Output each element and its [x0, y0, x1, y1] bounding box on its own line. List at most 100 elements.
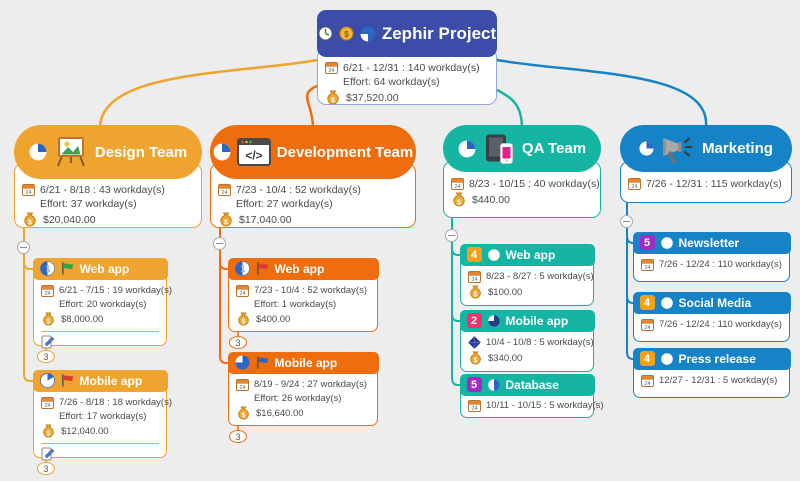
topic-marketing[interactable]: 7/26 - 12/31 : 115 workday(s) Marketing — [620, 125, 792, 203]
calendar-icon — [218, 183, 231, 196]
topic-qa-web-app[interactable]: 4 Web app 8/23 - 8/27 : 5 workday(s) $10… — [459, 243, 595, 306]
subtopic-count-dev-mobile[interactable]: 3 — [229, 430, 247, 443]
calendar-icon — [468, 270, 481, 283]
collapse-toggle-design[interactable] — [17, 241, 30, 254]
calendar-icon — [451, 177, 464, 190]
date-range: 10/4 - 10/8 : 5 workday(s) — [486, 336, 594, 348]
money-bag-icon — [236, 406, 251, 421]
topic-design-team[interactable]: 6/21 - 8/18 : 43 workday(s) Effort: 37 w… — [14, 125, 202, 228]
progress-0-icon — [660, 236, 674, 250]
green-flag-icon — [60, 261, 75, 276]
progress-pie-icon — [235, 261, 250, 276]
topic-header[interactable]: Web app — [32, 257, 168, 280]
topic-newsletter[interactable]: 5 Newsletter 7/26 - 12/24 : 110 workday(… — [632, 231, 791, 282]
topic-dev-mobile-app[interactable]: Mobile app 8/19 - 9/24 : 27 workday(s) E… — [227, 351, 379, 426]
priority-badge[interactable]: 4 — [466, 247, 482, 262]
topic-header[interactable]: 4 Web app — [459, 243, 595, 266]
team-title: QA Team — [521, 140, 587, 157]
effort: Effort: 27 workday(s) — [236, 198, 333, 210]
topic-header[interactable]: Mobile app — [227, 351, 379, 374]
team-title: Development Team — [276, 143, 414, 161]
collapse-toggle-qa[interactable] — [445, 229, 458, 242]
priority-badge[interactable]: 4 — [639, 295, 655, 310]
cost: $16,640.00 — [256, 407, 304, 419]
subtopic-count-design-mobile[interactable]: 3 — [37, 462, 55, 475]
root-topic-pill[interactable]: Zephir Project — [317, 10, 497, 57]
effort: Effort: 26 workday(s) — [254, 392, 342, 404]
collapse-toggle-development[interactable] — [213, 237, 226, 250]
topic-title: Database — [505, 377, 559, 392]
topic-title: Web app — [274, 261, 325, 276]
date-range: 8/19 - 9/24 : 27 workday(s) — [254, 378, 367, 390]
topic-title: Press release — [678, 351, 756, 366]
effort: Effort: 37 workday(s) — [40, 198, 137, 210]
cost: $400.00 — [256, 313, 291, 325]
calendar-icon — [641, 318, 654, 331]
topic-header[interactable]: 4 Social Media — [632, 291, 791, 314]
date-range: 7/26 - 12/24 : 110 workday(s) — [659, 318, 782, 330]
topic-qa-database[interactable]: 5 Database 10/11 - 10/15 : 5 workday(s) — [459, 373, 604, 418]
date-range: 6/21 - 8/18 : 43 workday(s) — [40, 183, 165, 196]
topic-header[interactable]: 2 Mobile app — [459, 309, 595, 332]
calendar-icon — [468, 399, 481, 412]
topic-press-release[interactable]: 4 Press release 12/27 - 12/31 : 5 workda… — [632, 347, 791, 398]
red-flag-icon — [255, 261, 270, 276]
divider — [41, 442, 159, 444]
date-range: 6/21 - 7/15 : 19 workday(s) — [59, 284, 172, 296]
date-range: 7/23 - 10/4 : 52 workday(s) — [236, 183, 361, 196]
topic-development-team[interactable]: 7/23 - 10/4 : 52 workday(s) Effort: 27 w… — [210, 125, 416, 228]
cost: $340.00 — [488, 352, 523, 364]
topic-dev-web-app[interactable]: Web app 7/23 - 10/4 : 52 workday(s) Effo… — [227, 257, 379, 332]
money-bag-icon — [41, 424, 56, 439]
topic-design-mobile-app[interactable]: Mobile app 7/26 - 8/18 : 18 workday(s) E… — [32, 369, 172, 461]
progress-50-icon — [487, 378, 501, 392]
progress-pie-icon — [40, 373, 55, 388]
topic-title: Mobile app — [274, 355, 338, 370]
topic-header[interactable]: 4 Press release — [632, 347, 791, 370]
money-bag-icon — [451, 192, 467, 208]
topic-header[interactable]: Mobile app — [32, 369, 168, 392]
marketing-pill[interactable]: Marketing — [620, 125, 792, 172]
topic-design-web-app[interactable]: Web app 6/21 - 7/15 : 19 workday(s) Effo… — [32, 257, 172, 349]
calendar-icon — [641, 374, 654, 387]
calendar-icon — [41, 396, 54, 409]
note-icon[interactable] — [41, 335, 55, 349]
topic-header[interactable]: 5 Newsletter — [632, 231, 791, 254]
topic-header[interactable]: Web app — [227, 257, 379, 280]
clock-icon — [318, 26, 333, 41]
qa-team-pill[interactable]: QA Team — [443, 125, 601, 172]
cost: $100.00 — [488, 286, 523, 298]
design-team-pill[interactable]: Design Team — [14, 125, 202, 179]
calendar-icon — [22, 183, 35, 196]
progress-pie-icon — [40, 261, 55, 276]
topic-header[interactable]: 5 Database — [459, 373, 595, 396]
pie-chart-icon — [639, 141, 654, 156]
blue-flag-icon — [255, 355, 270, 370]
subtopic-count-dev-web[interactable]: 3 — [229, 336, 247, 349]
topic-social-media[interactable]: 4 Social Media 7/26 - 12/24 : 110 workda… — [632, 291, 791, 342]
cost: $20,040.00 — [43, 214, 96, 226]
priority-badge[interactable]: 4 — [639, 351, 655, 366]
red-flag-icon — [60, 373, 75, 388]
topic-title: Social Media — [678, 295, 752, 310]
topic-qa-team[interactable]: 8/23 - 10/15 : 40 workday(s) $440.00 QA … — [443, 125, 601, 218]
priority-badge[interactable]: 2 — [466, 313, 482, 328]
collapse-toggle-marketing[interactable] — [620, 215, 633, 228]
subtopic-count-design-web[interactable]: 3 — [37, 350, 55, 363]
progress-0-icon — [660, 352, 674, 366]
connector-root-design — [98, 58, 319, 128]
connector-root-qa — [495, 88, 524, 128]
connector-development-children — [219, 227, 229, 364]
note-icon[interactable] — [41, 447, 55, 461]
money-bag-icon — [325, 90, 341, 106]
pie-chart-icon — [360, 26, 376, 42]
topic-zephir-project[interactable]: 6/21 - 12/31 : 140 workday(s) Effort: 64… — [317, 10, 497, 105]
topic-qa-mobile-app[interactable]: 2 Mobile app 10/4 - 10/8 : 5 workday(s) … — [459, 309, 595, 372]
pie-chart-icon — [29, 143, 47, 161]
priority-badge[interactable]: 5 — [466, 377, 482, 392]
priority-badge[interactable]: 5 — [639, 235, 655, 250]
connector-design-children — [23, 227, 34, 382]
development-team-pill[interactable]: Development Team — [210, 125, 416, 179]
